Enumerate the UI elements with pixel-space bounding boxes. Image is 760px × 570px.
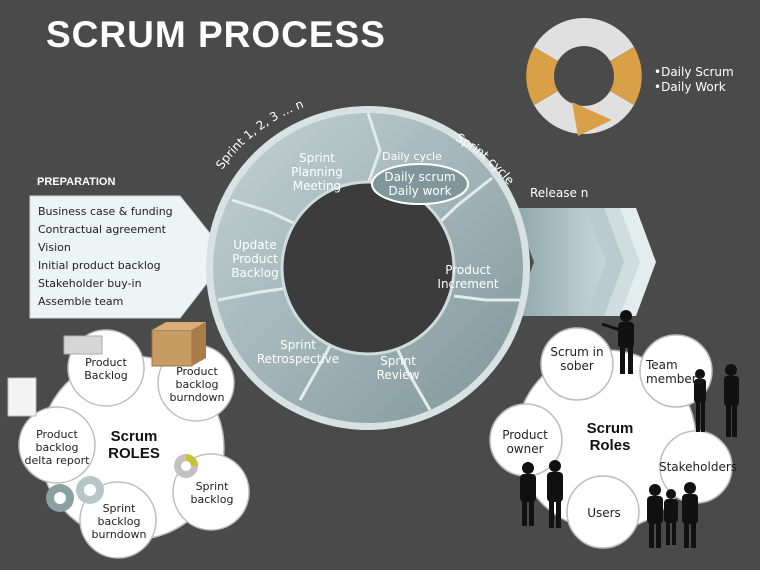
product-backlog-delta-label: Product backlog delta report bbox=[24, 428, 90, 467]
update-product-backlog-label: Update Product Backlog bbox=[231, 238, 279, 280]
preparation-arrow bbox=[29, 195, 229, 319]
preparation-item: Stakeholder buy-in bbox=[38, 277, 142, 290]
sprint-backlog-label: Sprint backlog bbox=[190, 480, 234, 506]
preparation-item: Contractual agreement bbox=[38, 223, 166, 236]
left-decor-icons bbox=[7, 322, 206, 512]
scrum-master-silhouette bbox=[601, 310, 634, 374]
users-label: Users bbox=[587, 506, 621, 520]
daily-cycle-bubble bbox=[371, 163, 469, 205]
release-chevrons bbox=[514, 208, 656, 316]
users-silhouette bbox=[647, 482, 698, 548]
sprint-retrospective-label: Sprint Retrospective bbox=[256, 338, 340, 366]
product-backlog-burndown-label: Product backlog burndown bbox=[169, 365, 225, 404]
document-icon bbox=[7, 377, 37, 417]
legend-item-daily-scrum: •Daily Scrum bbox=[654, 65, 734, 79]
sprint-cycle-ring bbox=[206, 106, 530, 430]
right-roles-title: Scrum Roles bbox=[586, 420, 634, 454]
paper-stack-icon bbox=[63, 335, 103, 355]
stakeholders-label: Stakeholders bbox=[658, 460, 738, 474]
preparation-label: PREPARATION bbox=[37, 176, 116, 188]
sprint-review-label: Sprint Review bbox=[376, 354, 420, 382]
legend-item-daily-work: •Daily Work bbox=[654, 80, 726, 94]
product-owner-label: Product owner bbox=[502, 428, 548, 456]
preparation-item: Assemble team bbox=[38, 295, 124, 308]
daily-cycle-label: Daily cycle bbox=[382, 150, 442, 163]
page-title: SCRUM PROCESS bbox=[46, 14, 386, 55]
daily-legend: •Daily Scrum •Daily Work bbox=[654, 65, 734, 95]
cardboard-box-icon bbox=[151, 329, 193, 367]
pie-chart-icon bbox=[46, 454, 198, 512]
preparation-item: Initial product backlog bbox=[38, 259, 161, 272]
team-members-label: Team members bbox=[646, 358, 703, 386]
product-backlog-label: Product Backlog bbox=[84, 356, 128, 382]
sprint-planning-label: Sprint Planning Meeting bbox=[291, 151, 343, 193]
preparation-item: Vision bbox=[38, 241, 71, 254]
left-roles-title: Scrum ROLES bbox=[108, 428, 160, 462]
preparation-item: Business case & funding bbox=[38, 205, 173, 218]
daily-scrum-work-label: Daily scrum Daily work bbox=[384, 170, 456, 198]
team-members-silhouette bbox=[694, 364, 739, 437]
product-owner-silhouette bbox=[520, 460, 563, 528]
daily-scrum-donut-icon bbox=[526, 18, 642, 136]
release-label: Release n bbox=[530, 186, 589, 200]
sprint-backlog-burndown-label: Sprint backlog burndown bbox=[91, 502, 147, 541]
product-increment-label: Product Increment bbox=[437, 263, 499, 291]
scrum-master-label: Scrum in sober bbox=[550, 345, 604, 373]
preparation-list: Business case & funding Contractual agre… bbox=[38, 203, 173, 311]
people-silhouettes bbox=[520, 310, 739, 548]
